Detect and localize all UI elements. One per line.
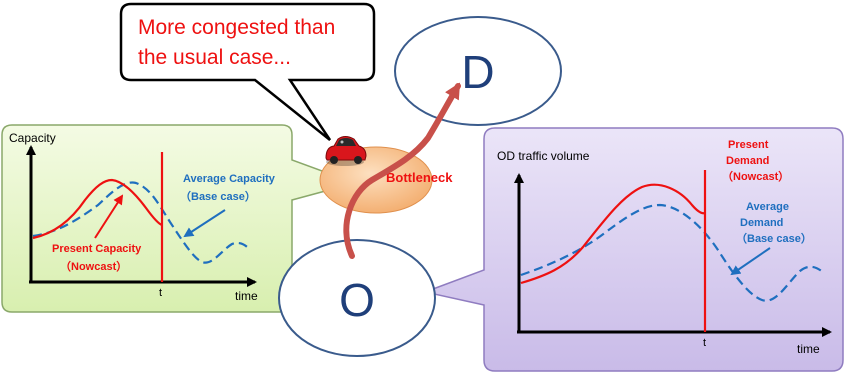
speech-text-line1: More congested than [138, 16, 335, 39]
destination-label: D [461, 46, 494, 98]
speech-text-line2: the usual case... [138, 46, 291, 69]
capacity-average-label-line1: Average Capacity [183, 173, 276, 185]
demand-present-label-line1: Present [728, 139, 769, 151]
demand-panel [422, 127, 844, 372]
destination-node: D [394, 16, 562, 126]
demand-present-curve [520, 183, 706, 285]
capacity-present-label-line1: Present Capacity [52, 243, 142, 255]
origin-label: O [339, 274, 375, 326]
origin-node: O [278, 239, 436, 357]
capacity-x-label: time [235, 289, 258, 303]
bottleneck-label: Bottleneck [386, 170, 453, 185]
capacity-chart: Capacity time t Average Capacity （Base c… [9, 131, 276, 303]
demand-y-label: OD traffic volume [497, 149, 590, 163]
capacity-present-curve [32, 178, 163, 240]
demand-average-pointer [730, 247, 771, 276]
route-arrow [343, 82, 461, 259]
capacity-present-pointer [94, 194, 124, 239]
capacity-t-label: t [159, 287, 162, 299]
capacity-average-pointer [183, 209, 226, 238]
demand-t-label: t [703, 337, 706, 349]
demand-x-label: time [797, 342, 820, 356]
capacity-y-label: Capacity [9, 131, 56, 145]
demand-average-label-line3: （Base case） [736, 232, 812, 245]
capacity-average-label-line2: （Base case） [180, 190, 256, 203]
capacity-average-curve [32, 181, 251, 264]
demand-average-label-line2: Demand [740, 217, 783, 229]
demand-chart: OD traffic volume time t Present Demand … [497, 139, 832, 356]
demand-present-label-line2: Demand [726, 155, 769, 167]
speech-bubble: More congested than the usual case... [119, 2, 376, 141]
capacity-present-label-line2: （Nowcast） [60, 260, 127, 273]
car-icon [325, 136, 367, 166]
demand-average-label-line1: Average [746, 201, 789, 213]
demand-average-curve [520, 203, 825, 302]
demand-present-label-line3: （Nowcast） [722, 170, 789, 183]
